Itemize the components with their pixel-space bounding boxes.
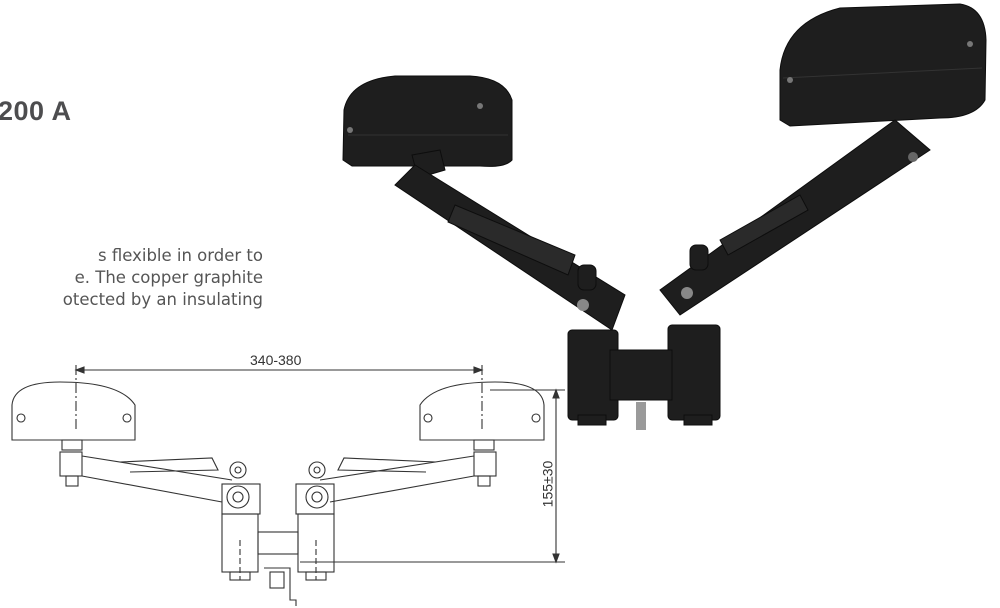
product-description: s flexible in order to e. The copper gra… (0, 245, 263, 311)
description-line-2: e. The copper graphite (74, 268, 263, 287)
width-dimension-label: 340-380 (250, 352, 302, 368)
product-title: 200 A (0, 96, 72, 126)
description-line-3: otected by an insulating (62, 290, 263, 309)
description-line-1: s flexible in order to (98, 246, 263, 265)
